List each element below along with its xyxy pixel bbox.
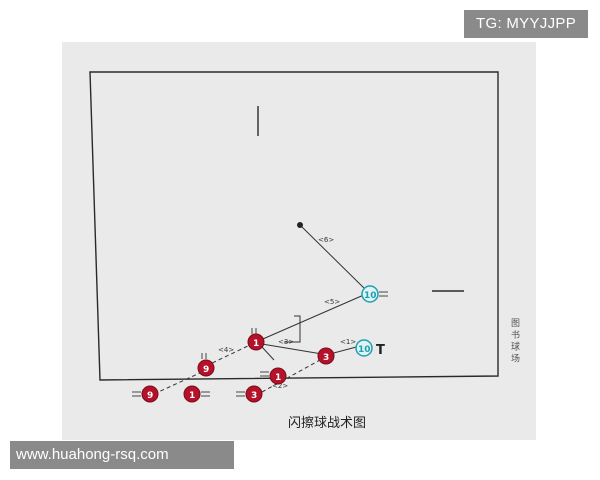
court-boundary	[89, 71, 499, 381]
player-1-baseline: 1	[183, 385, 210, 403]
tactics-diagram: <6> <5> <1> <3> <4> <2> 10 10 T 1 1	[89, 71, 520, 431]
svg-text:1: 1	[189, 391, 195, 401]
player-9-upper: 9	[197, 353, 215, 377]
player-9-baseline: 9	[132, 385, 159, 403]
svg-text:3: 3	[323, 353, 329, 363]
opponent-10-bottom: 10	[355, 339, 373, 357]
player-1-mid: 1	[260, 367, 287, 385]
svg-text:10: 10	[358, 345, 371, 355]
player-3-right: 3	[317, 347, 335, 365]
label-4: <4>	[218, 346, 234, 354]
watermark-top: TG: MYYJJPP	[464, 10, 588, 38]
svg-text:1: 1	[275, 373, 281, 383]
svg-text:9: 9	[147, 391, 153, 401]
t-marker: T	[376, 343, 385, 358]
svg-text:1: 1	[253, 339, 259, 349]
diagram-scan: <6> <5> <1> <3> <4> <2> 10 10 T 1 1	[62, 42, 536, 440]
pass-line-5	[255, 293, 367, 343]
label-2: <2>	[272, 382, 288, 390]
label-3: <3>	[278, 338, 294, 346]
label-1: <1>	[340, 338, 356, 346]
pass-line-r	[261, 346, 275, 361]
player-3-baseline: 3	[236, 385, 263, 403]
label-6: <6>	[318, 236, 334, 244]
run-line-4	[205, 343, 253, 367]
diagram-caption: 闪擦球战术图	[288, 416, 366, 431]
run-line-a	[153, 371, 203, 395]
svg-text:9: 9	[203, 365, 209, 375]
pass-line-3	[261, 343, 323, 355]
label-5: <5>	[324, 298, 340, 306]
pass-line-6	[299, 224, 369, 293]
ball-marker	[297, 222, 303, 228]
svg-text:3: 3	[251, 391, 257, 401]
player-1-center: 1	[247, 328, 265, 351]
watermark-bottom: www.huahong-rsq.com	[10, 441, 234, 469]
side-text: 图 书 球 场	[509, 318, 520, 364]
pass-line-1	[329, 345, 361, 355]
screen-mark	[284, 315, 301, 343]
svg-text:10: 10	[364, 291, 377, 301]
opponent-10-top: 10	[361, 285, 388, 303]
